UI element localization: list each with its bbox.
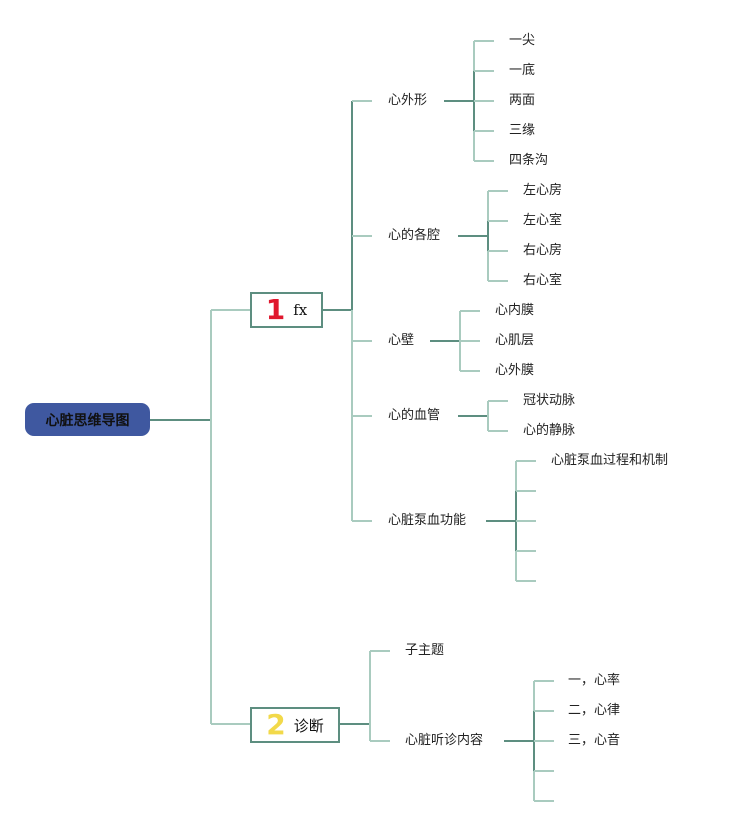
topic-node[interactable]: 子主题 bbox=[405, 643, 445, 658]
subtopic-node[interactable]: 右心室 bbox=[523, 273, 563, 288]
number-1-icon: 1 bbox=[265, 293, 286, 326]
subtopic-node[interactable]: 二，心律 bbox=[568, 703, 621, 718]
topic-node[interactable]: 心脏泵血功能 bbox=[388, 513, 467, 528]
subtopic-node[interactable]: 三缘 bbox=[509, 123, 536, 138]
topic-node[interactable]: 心的血管 bbox=[388, 408, 441, 423]
topic-node[interactable]: 心外形 bbox=[388, 93, 428, 108]
branch-label: 诊断 bbox=[293, 716, 324, 735]
topic-node[interactable]: 心脏听诊内容 bbox=[405, 733, 484, 748]
branch-node-fx[interactable]: 1 fx bbox=[250, 292, 323, 328]
branch-label: fx bbox=[293, 301, 308, 319]
subtopic-node[interactable]: 心脏泵血过程和机制 bbox=[551, 453, 669, 468]
subtopic-node[interactable]: 心内膜 bbox=[495, 303, 535, 318]
subtopic-node[interactable]: 左心室 bbox=[523, 213, 563, 228]
topic-node[interactable]: 心的各腔 bbox=[388, 228, 441, 243]
subtopic-node[interactable]: 心的静脉 bbox=[523, 423, 576, 438]
subtopic-node[interactable]: 冠状动脉 bbox=[523, 393, 576, 408]
subtopic-node[interactable]: 两面 bbox=[509, 93, 536, 108]
number-2-icon: 2 bbox=[266, 708, 286, 741]
subtopic-node[interactable]: 右心房 bbox=[523, 243, 563, 258]
root-label: 心脏思维导图 bbox=[45, 412, 130, 429]
subtopic-node[interactable]: 三，心音 bbox=[568, 733, 621, 748]
subtopic-node[interactable]: 一，心率 bbox=[568, 673, 621, 688]
root-node[interactable]: 心脏思维导图 bbox=[25, 403, 150, 436]
subtopic-node[interactable]: 心肌层 bbox=[495, 333, 535, 348]
subtopic-node[interactable]: 四条沟 bbox=[509, 153, 549, 168]
subtopic-node[interactable]: 一尖 bbox=[509, 33, 536, 48]
topic-node[interactable]: 心壁 bbox=[388, 333, 415, 348]
branch-node-diagnosis[interactable]: 2 诊断 bbox=[250, 707, 340, 743]
subtopic-node[interactable]: 一底 bbox=[509, 63, 536, 78]
subtopic-node[interactable]: 左心房 bbox=[523, 183, 563, 198]
subtopic-node[interactable]: 心外膜 bbox=[495, 363, 535, 378]
